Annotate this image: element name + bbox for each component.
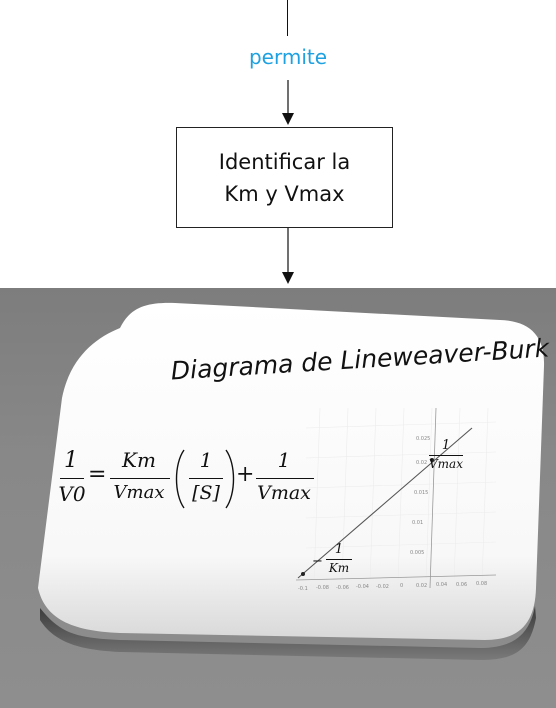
eq-term3-numerator: 1 — [277, 448, 291, 472]
graph-label-neg-1-over-km: − 1 Km — [312, 542, 358, 582]
arrow-to-box — [282, 80, 294, 125]
x-tick-label: -0.06 — [336, 585, 349, 591]
eq-lhs-fraction-bar — [60, 478, 84, 479]
diagram-card — [38, 302, 545, 660]
graph-regression-line — [297, 427, 473, 579]
identify-box-text: Identificar la Km y Vmax — [218, 149, 351, 206]
identify-box: Identificar la Km y Vmax — [176, 127, 393, 228]
graph-label-vmax-denominator: Vmax — [429, 457, 463, 471]
graph-x-tick-labels: -0.1 -0.08 -0.06 -0.04 -0.02 0 0.02 0.04… — [298, 581, 487, 592]
y-intercept-point — [430, 458, 434, 462]
x-tick-label: 0.06 — [456, 582, 467, 588]
x-tick-label: -0.02 — [376, 584, 389, 590]
eq-term2-fraction-bar — [189, 478, 223, 479]
graph-grid — [305, 408, 496, 584]
top-connector-line — [287, 0, 288, 36]
x-intercept-point — [301, 572, 305, 576]
graph-x-axis — [296, 574, 496, 581]
x-tick-label: 0.08 — [476, 581, 487, 587]
graph-label-vmax-numerator: 1 — [441, 438, 451, 453]
x-tick-label: -0.04 — [356, 584, 369, 590]
y-tick-label: 0.01 — [412, 520, 423, 526]
eq-equals: = — [88, 462, 107, 487]
eq-term2-numerator: 1 — [199, 448, 213, 472]
graph-label-km-denominator: Km — [328, 561, 350, 575]
graph-label-km-sign: − — [312, 554, 323, 569]
eq-right-paren — [225, 449, 235, 509]
connector-label: permite — [248, 45, 328, 69]
lineweaver-burk-graph: 0.025 0.02 0.015 0.01 0.005 -0.1 -0.08 -… — [296, 408, 496, 592]
eq-term3-fraction-bar — [256, 478, 314, 479]
graph-y-tick-labels: 0.025 0.02 0.015 0.01 0.005 — [410, 436, 430, 556]
x-tick-label: 0.04 — [436, 582, 447, 588]
eq-plus: + — [236, 462, 255, 487]
graph-label-vmax-bar — [429, 455, 463, 456]
graph-label-km-numerator: 1 — [334, 542, 344, 557]
card-body — [38, 302, 545, 640]
eq-lhs-denominator: V0 — [58, 482, 86, 506]
eq-term1-numerator: Km — [122, 448, 156, 472]
x-tick-label: 0.02 — [416, 583, 427, 589]
x-tick-label: 0 — [400, 583, 403, 589]
eq-term1-denominator: Vmax — [113, 482, 165, 503]
eq-lhs-numerator: 1 — [64, 448, 78, 473]
card-shadow — [40, 606, 536, 660]
y-tick-label: 0.005 — [410, 550, 424, 556]
graph-y-axis — [429, 408, 437, 589]
x-tick-label: -0.08 — [316, 585, 329, 591]
eq-term3-denominator: Vmax — [257, 482, 311, 504]
lineweaver-burk-equation: 1 V0 = Km Vmax 1 [S] + 1 Vmax — [58, 448, 318, 528]
graph-label-1-over-vmax: 1 Vmax — [426, 438, 466, 478]
y-tick-label: 0.015 — [414, 490, 428, 496]
eq-left-paren — [175, 449, 185, 509]
graph-label-km-bar — [326, 559, 352, 560]
y-tick-label: 0.02 — [416, 460, 427, 466]
eq-term1-fraction-bar — [110, 478, 170, 479]
x-tick-label: -0.1 — [298, 586, 308, 592]
eq-term2-denominator: [S] — [192, 482, 220, 504]
y-tick-label: 0.025 — [416, 436, 430, 442]
arrow-to-diagram — [282, 228, 294, 284]
